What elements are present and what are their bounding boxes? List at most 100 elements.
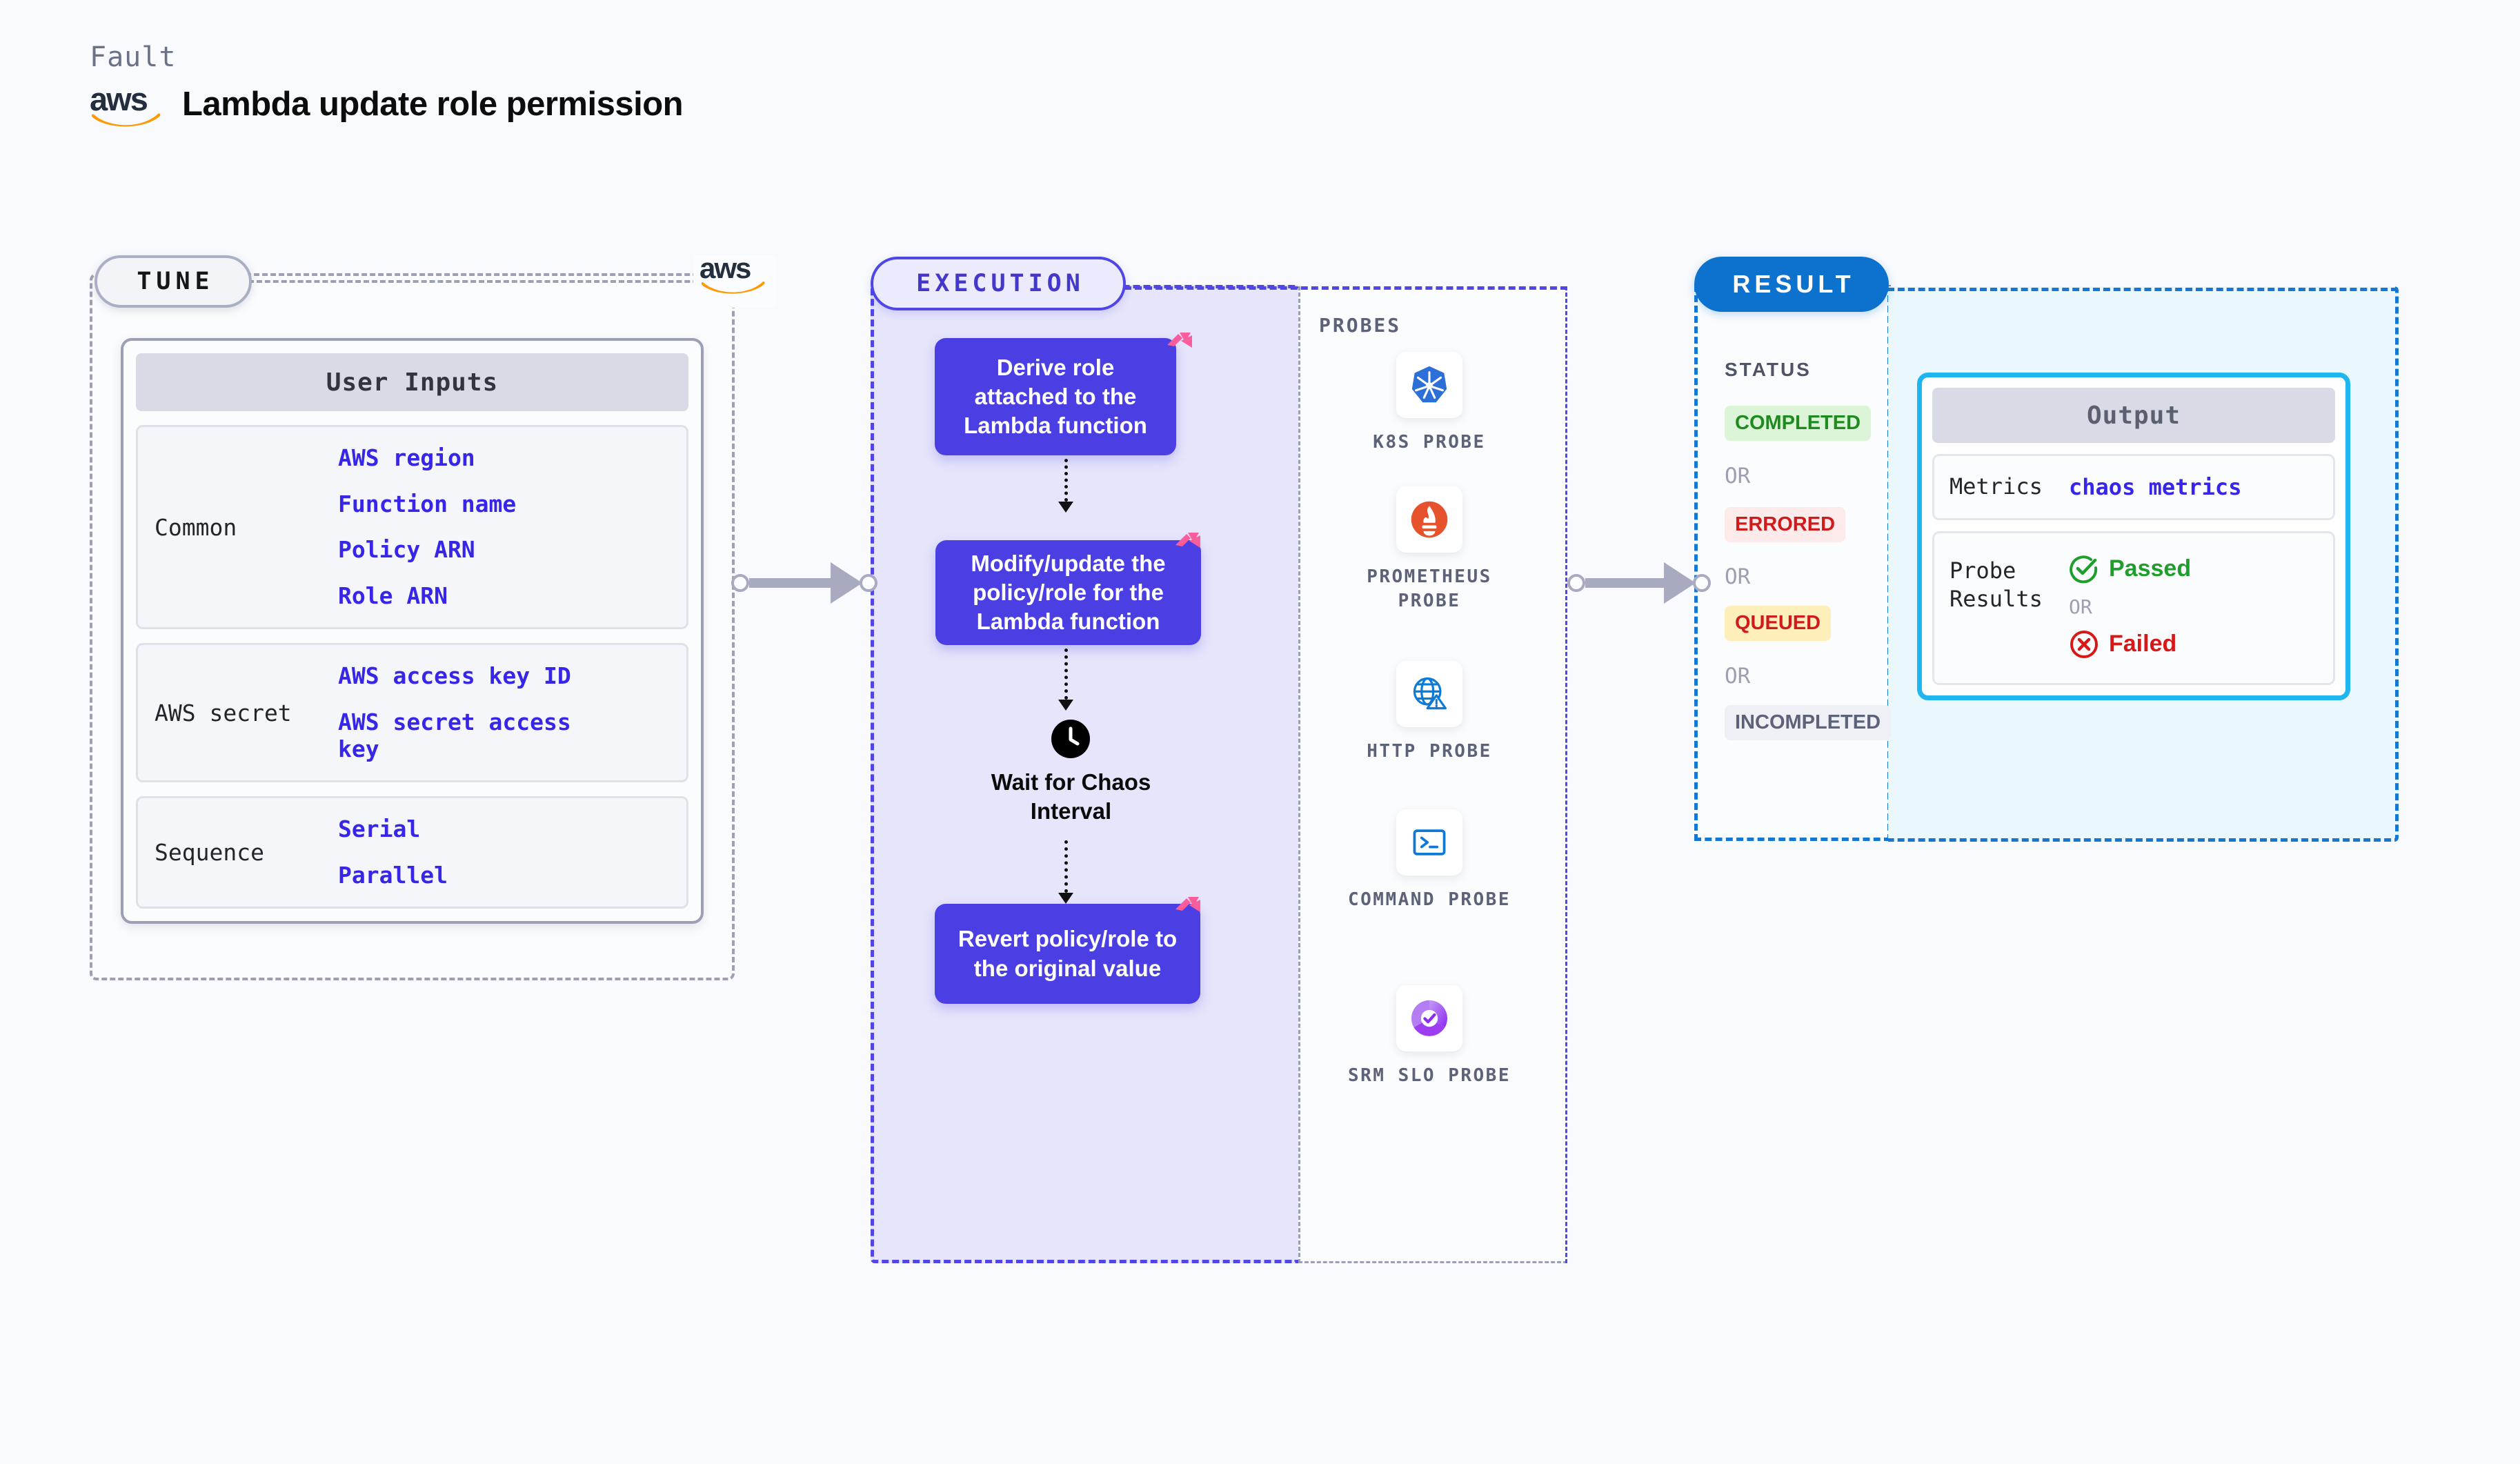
probe-icon-box: [1396, 352, 1462, 418]
execution-block-label: Modify/update the policy/role for the La…: [971, 550, 1166, 635]
tune-aws-logo-text: aws: [700, 252, 751, 284]
probe-item-k8s[interactable]: K8S PROBE: [1336, 352, 1522, 455]
input-value[interactable]: AWS region: [338, 444, 475, 471]
probe-item-srm-slo[interactable]: SRM SLO PROBE: [1336, 985, 1522, 1088]
metrics-value[interactable]: chaos metrics: [2069, 473, 2242, 500]
tune-pill[interactable]: TUNE: [95, 255, 252, 308]
arrow-head: [1058, 893, 1073, 904]
status-badge-incompleted: INCOMPLETED: [1725, 705, 1892, 740]
probe-result-failed: Failed: [2069, 629, 2191, 660]
result-panel: [1694, 285, 1891, 841]
passed-label: Passed: [2109, 555, 2192, 582]
input-group-label: Sequence: [155, 839, 264, 867]
chaos-badge-icon: [1175, 533, 1200, 548]
connector-bar: [1585, 578, 1665, 588]
metrics-label: Metrics: [1949, 473, 2043, 499]
probe-label: PROMETHEUS PROBE: [1367, 566, 1492, 612]
probe-icon-box: [1396, 661, 1462, 727]
probe-item-command[interactable]: COMMAND PROBE: [1336, 809, 1522, 912]
connector-bar: [749, 578, 832, 588]
execution-arrow-2: [1058, 649, 1073, 711]
probes-panel: [1298, 286, 1567, 1263]
title-row: aws Lambda update role permission: [90, 83, 684, 127]
execution-top-dashed-line: [1124, 286, 1567, 290]
probe-results-label: Probe Results: [1949, 557, 2043, 613]
probes-title: PROBES: [1319, 314, 1402, 337]
execution-block-derive-role[interactable]: Derive role attached to the Lambda funct…: [935, 338, 1176, 455]
execution-block-label: Revert policy/role to the original value: [958, 926, 1178, 981]
connector-tune-to-execution: [731, 562, 877, 604]
probe-label: COMMAND PROBE: [1348, 889, 1511, 910]
input-value[interactable]: AWS secret access key: [338, 709, 571, 762]
input-group-aws-secret: AWS secret AWS access key ID AWS secret …: [136, 643, 688, 783]
connector-knob: [860, 574, 877, 592]
probe-icon-box: [1396, 809, 1462, 876]
page-header: Fault aws Lambda update role permission: [90, 41, 684, 127]
input-group-values: AWS region Function name Policy ARN Role…: [338, 444, 517, 609]
tune-aws-logo: aws: [693, 252, 776, 308]
arrow-line: [1064, 840, 1068, 893]
clock-icon: [1051, 720, 1090, 758]
input-value[interactable]: Policy ARN: [338, 536, 475, 564]
arrow-line: [1064, 649, 1068, 700]
output-row-metrics: Metrics chaos metrics: [1932, 454, 2335, 520]
output-row-probe-results: Probe Results Passed OR Failed: [1932, 531, 2335, 685]
failed-label: Failed: [2109, 631, 2177, 657]
output-card-title: Output: [2086, 401, 2181, 430]
output-card-header: Output: [1932, 388, 2335, 443]
probe-item-prometheus[interactable]: PROMETHEUS PROBE: [1336, 486, 1522, 613]
probe-results-values: Passed OR Failed: [2069, 554, 2191, 660]
http-globe-icon: [1413, 677, 1447, 710]
input-value[interactable]: Function name: [338, 490, 517, 517]
srm-slo-icon: [1411, 1000, 1448, 1036]
tune-aws-smile-icon: [701, 281, 765, 294]
result-top-dashed-line: [1887, 288, 2398, 291]
input-value[interactable]: Serial: [338, 815, 421, 843]
probe-label: HTTP PROBE: [1367, 741, 1492, 762]
terminal-icon: [1413, 829, 1446, 855]
connector-knob: [731, 574, 749, 592]
probe-label: K8S PROBE: [1373, 432, 1486, 453]
probe-result-passed: Passed: [2069, 554, 2191, 584]
input-group-label: AWS secret: [155, 699, 292, 726]
arrow-head: [1058, 502, 1073, 513]
connector-arrowhead: [831, 562, 862, 604]
fault-label: Fault: [90, 41, 177, 73]
arrow-head: [1058, 700, 1073, 711]
execution-pill-label: EXECUTION: [916, 270, 1084, 297]
tune-top-dashed-line: [248, 280, 731, 283]
probe-icon-box: [1396, 486, 1462, 553]
execution-block-modify-policy[interactable]: Modify/update the policy/role for the La…: [935, 540, 1201, 645]
connector-execution-to-result: [1567, 562, 1711, 604]
chaos-badge-icon: [1167, 333, 1192, 348]
probe-item-http[interactable]: HTTP PROBE: [1336, 661, 1522, 764]
execution-block-revert-policy[interactable]: Revert policy/role to the original value: [935, 904, 1200, 1004]
kubernetes-icon: [1411, 366, 1447, 403]
status-badge-queued: QUEUED: [1725, 606, 1832, 641]
probe-result-or: OR: [2069, 595, 2092, 618]
status-or-2: OR: [1725, 564, 1751, 589]
page-title: Lambda update role permission: [182, 86, 684, 123]
status-badge-errored: ERRORED: [1725, 507, 1846, 542]
connector-arrowhead: [1664, 562, 1696, 604]
execution-pill[interactable]: EXECUTION: [871, 257, 1126, 310]
input-group-label: Common: [155, 513, 237, 541]
chaos-badge-icon: [1175, 897, 1200, 912]
status-or-1: OR: [1725, 464, 1751, 488]
status-badge-completed: COMPLETED: [1725, 406, 1872, 441]
result-pill[interactable]: RESULT: [1694, 257, 1889, 312]
probe-icon-box: [1396, 985, 1462, 1051]
tune-pill-label: TUNE: [137, 268, 215, 295]
input-value[interactable]: Parallel: [338, 861, 448, 889]
input-group-common: Common AWS region Function name Policy A…: [136, 425, 688, 630]
input-value[interactable]: Role ARN: [338, 582, 448, 609]
wait-for-chaos-interval-label: Wait for Chaos Interval: [991, 769, 1151, 824]
connector-knob: [1567, 574, 1585, 592]
input-value[interactable]: AWS access key ID: [338, 662, 571, 690]
status-or-3: OR: [1725, 664, 1751, 689]
arrow-line: [1064, 459, 1068, 502]
user-inputs-card: User Inputs Common AWS region Function n…: [121, 338, 704, 924]
execution-arrow-3: [1058, 840, 1073, 904]
execution-block-label: Derive role attached to the Lambda funct…: [964, 354, 1147, 439]
execution-arrow-1: [1058, 459, 1073, 513]
